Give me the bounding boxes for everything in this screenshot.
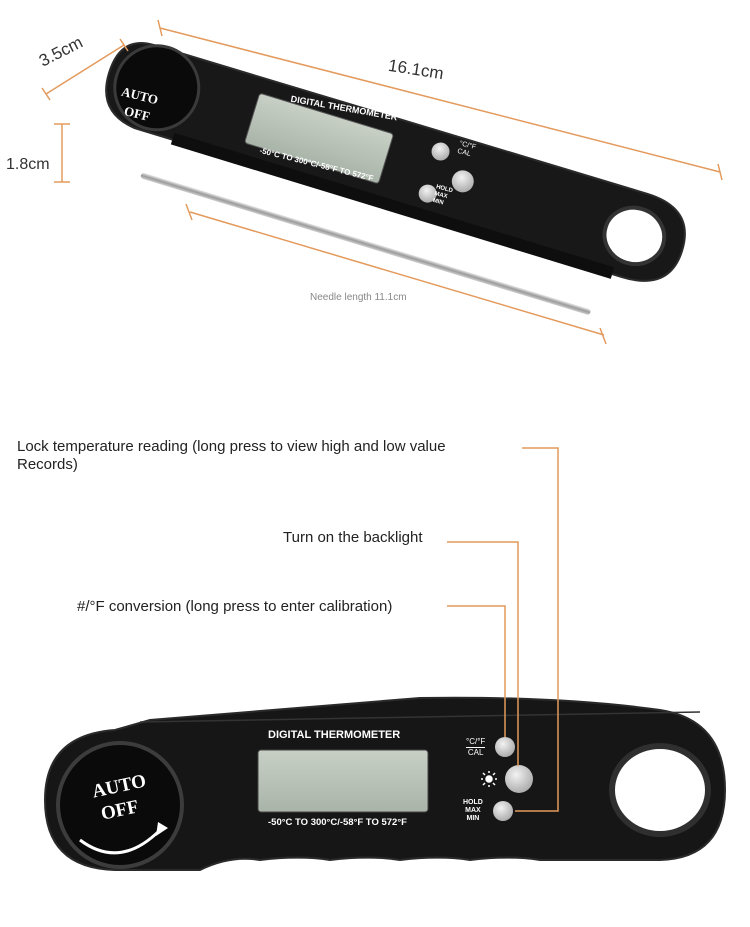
auto-off-dial bbox=[56, 741, 184, 869]
bottom-cf-label: °C/°F CAL bbox=[466, 737, 486, 757]
height-dimension-label: 1.8cm bbox=[6, 156, 50, 173]
conversion-callout: #/°F conversion (long press to enter cal… bbox=[77, 598, 393, 615]
sun-icon bbox=[481, 771, 497, 787]
cf-cal-button[interactable] bbox=[495, 737, 515, 757]
probe-needle bbox=[140, 173, 591, 315]
hold-button[interactable] bbox=[493, 801, 513, 821]
backlight-callout: Turn on the backlight bbox=[283, 529, 423, 546]
cf-cal-button[interactable] bbox=[429, 140, 451, 162]
callout-lines bbox=[447, 447, 559, 812]
lcd-screen bbox=[244, 93, 394, 184]
bottom-device-title: DIGITAL THERMOMETER bbox=[268, 729, 401, 741]
lcd-screen bbox=[257, 749, 429, 813]
hold-button-callout: Lock temperature reading (long press to … bbox=[17, 438, 446, 473]
needle-length-label: Needle length 11.1cm bbox=[310, 292, 407, 303]
hold-button[interactable] bbox=[416, 182, 438, 204]
backlight-button[interactable] bbox=[449, 168, 476, 195]
backlight-button[interactable] bbox=[505, 765, 533, 793]
top-thermometer bbox=[105, 41, 686, 315]
bottom-device-range: -50°C TO 300°C/-58°F TO 572°F bbox=[268, 817, 407, 828]
bottom-hold-label: HOLD MAX MIN bbox=[463, 799, 483, 822]
bottom-thermometer bbox=[43, 696, 727, 871]
auto-off-dial bbox=[113, 44, 201, 132]
hang-hole bbox=[602, 205, 667, 267]
thermometer-body bbox=[105, 41, 686, 282]
hang-hole bbox=[609, 743, 711, 837]
dimension-lines bbox=[41, 19, 723, 345]
